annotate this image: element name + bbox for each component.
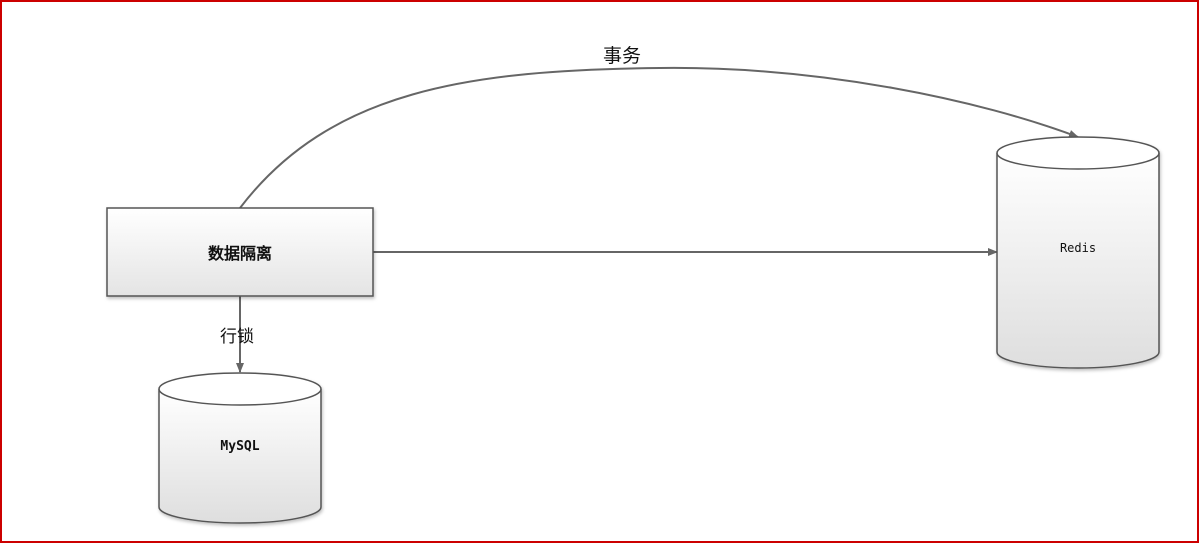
isolation-box — [106, 207, 374, 297]
transaction-label: 事务 — [603, 45, 642, 67]
row-lock-label: 行锁 — [220, 327, 254, 347]
redis-label: Redis — [1059, 241, 1097, 255]
transaction-edge — [239, 66, 1079, 209]
isolation-box-label: 数据隔离 — [207, 244, 272, 263]
redis-cylinder — [996, 136, 1160, 369]
mysql-cylinder — [158, 372, 322, 524]
mysql-label: MySQL — [220, 439, 260, 454]
